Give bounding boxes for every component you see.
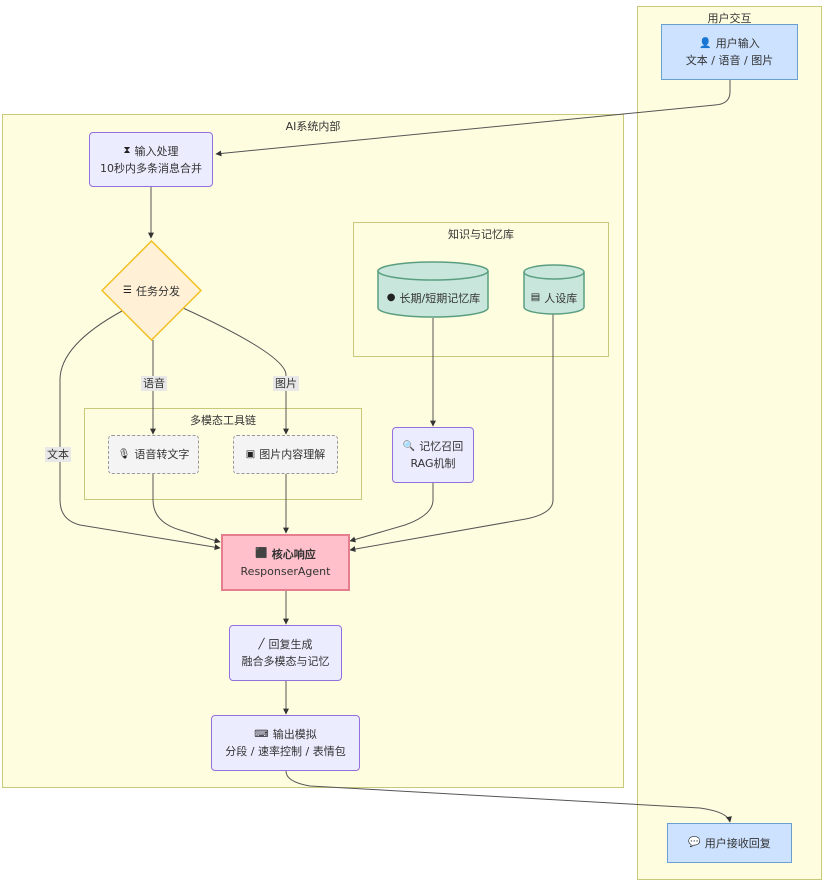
id-card-icon: ▤ — [530, 292, 541, 303]
persona-db-label: ▤人设库 — [523, 288, 585, 308]
search-icon: 🔍 — [402, 440, 416, 452]
cluster-title: 用户交互 — [707, 12, 752, 25]
node-title: 输出模拟 — [272, 728, 317, 741]
memory-recall-node: 🔍记忆召回 RAG机制 — [392, 427, 474, 483]
edge-persona-to-core — [349, 313, 554, 553]
output-simulation-node: ⌨输出模拟 分段 / 速率控制 / 表情包 — [211, 715, 360, 771]
node-subtitle: ResponserAgent — [240, 564, 331, 578]
node-subtitle: 文本 / 语音 / 图片 — [685, 54, 774, 67]
keyboard-icon: ⌨ — [254, 728, 269, 740]
memory-db-label: ●长期/短期记忆库 — [377, 288, 490, 308]
dispatch-node — [101, 240, 202, 341]
reply-generation-node: ╱回复生成 融合多模态与记忆 — [229, 625, 342, 681]
edge-label-voice: 语音 — [141, 376, 167, 391]
user-icon: 👤 — [699, 37, 712, 49]
dispatch-label: ☰任务分发 — [101, 280, 202, 302]
node-title: 记忆召回 — [419, 440, 464, 453]
edge-output-to-user-receive — [285, 770, 732, 823]
node-title: 用户接收回复 — [704, 836, 771, 850]
sitemap-icon: ☰ — [123, 285, 132, 296]
edge-speech-to-core — [152, 474, 221, 544]
node-title: 长期/短期记忆库 — [399, 292, 481, 305]
edge-recall-to-core — [349, 483, 434, 543]
node-title: 输入处理 — [134, 144, 179, 158]
image-icon: ▣ — [245, 448, 256, 460]
user-receive-node: 💬用户接收回复 — [667, 823, 792, 863]
node-subtitle: RAG机制 — [410, 457, 456, 470]
memory-db-node — [377, 261, 489, 318]
robot-icon: ⬛ — [255, 548, 268, 559]
brush-icon: ╱ — [258, 638, 265, 650]
node-title: 核心响应 — [271, 547, 316, 561]
edge-label-text: 文本 — [45, 447, 71, 462]
node-subtitle: 融合多模态与记忆 — [241, 655, 330, 668]
brain-icon: ● — [386, 292, 396, 303]
cluster-title: 多模态工具链 — [190, 414, 256, 427]
hourglass-icon: ⧗ — [123, 145, 131, 156]
edge-dispatch-to-core-text — [59, 310, 221, 551]
edge-label-image: 图片 — [273, 376, 299, 391]
cluster-user-interaction: 用户交互 — [637, 6, 822, 880]
node-title: 回复生成 — [268, 638, 313, 651]
edge-user-input-to-processing — [215, 80, 731, 157]
node-title: 用户输入 — [715, 37, 760, 50]
node-subtitle: 分段 / 速率控制 / 表情包 — [225, 745, 346, 758]
core-response-node: ⬛核心响应 ResponserAgent — [221, 534, 350, 591]
node-title: 语音转文字 — [134, 448, 190, 461]
node-title: 图片内容理解 — [259, 448, 326, 461]
edge-dispatch-to-image — [182, 307, 289, 435]
cluster-title: AI系统内部 — [285, 120, 341, 133]
persona-db-node — [523, 264, 585, 315]
user-input-node: 👤用户输入 文本 / 语音 / 图片 — [661, 24, 798, 80]
image-understanding-node: ▣图片内容理解 — [233, 435, 338, 474]
input-processing-node: ⧗输入处理 10秒内多条消息合并 — [89, 132, 213, 187]
node-title: 任务分发 — [135, 285, 180, 298]
comment-icon: 💬 — [688, 837, 701, 848]
node-subtitle: 10秒内多条消息合并 — [100, 161, 202, 175]
speech-to-text-node: 🎙语音转文字 — [108, 435, 199, 474]
microphone-icon: 🎙 — [117, 448, 131, 460]
cluster-title: 知识与记忆库 — [448, 228, 514, 241]
node-title: 人设库 — [544, 292, 578, 305]
